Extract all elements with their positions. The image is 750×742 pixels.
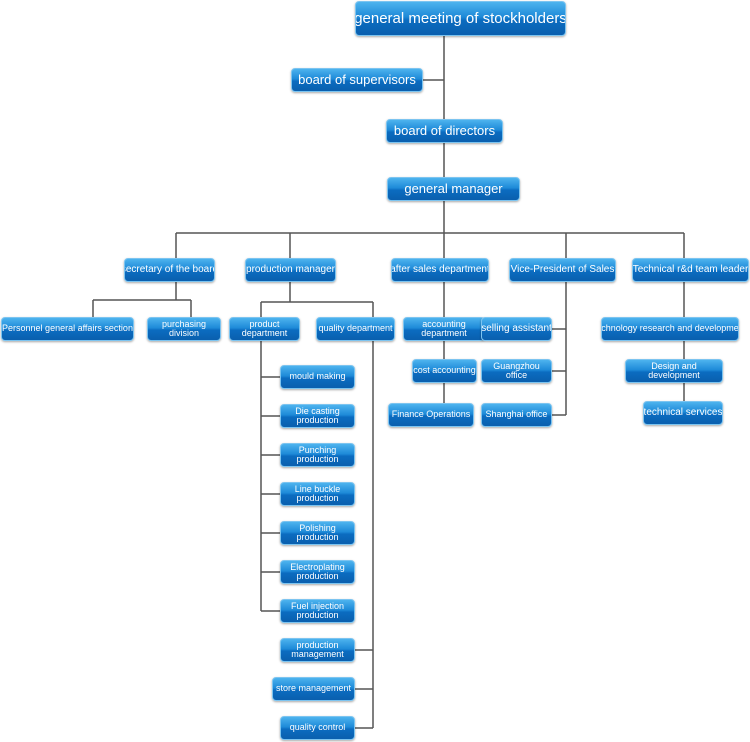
node-polishing: Polishing production bbox=[280, 521, 355, 545]
node-quality-department: quality department bbox=[316, 317, 395, 341]
node-production-management: production management bbox=[280, 638, 355, 662]
node-technical-services: technical services bbox=[643, 401, 723, 425]
secretary-branch bbox=[92, 282, 192, 317]
node-design-development: Design and development bbox=[625, 359, 723, 383]
node-production-manager: production manager bbox=[245, 258, 336, 282]
node-line-buckle: Line buckle production bbox=[280, 482, 355, 506]
node-mould-making: mould making bbox=[280, 365, 355, 389]
node-accounting: accounting department bbox=[403, 317, 485, 341]
vp-sales-branch bbox=[552, 282, 567, 416]
node-board-of-directors: board of directors bbox=[386, 119, 503, 143]
node-tech-rd: technology research and development bbox=[601, 317, 739, 341]
node-board-of-supervisors: board of supervisors bbox=[291, 68, 423, 92]
node-electroplating: Electroplating production bbox=[280, 560, 355, 584]
node-tech-leader: Technical r&d team leader bbox=[632, 258, 749, 282]
node-vp-sales: Vice-President of Sales bbox=[509, 258, 616, 282]
node-guangzhou-office: Guangzhou office bbox=[481, 359, 552, 383]
node-after-sales: after sales department bbox=[391, 258, 489, 282]
node-fuel-injection: Fuel injection production bbox=[280, 599, 355, 623]
node-punching: Punching production bbox=[280, 443, 355, 467]
level2-drops bbox=[175, 233, 685, 258]
trunk-line bbox=[176, 36, 684, 234]
node-purchasing: purchasing division bbox=[147, 317, 221, 341]
quality-dept-branch bbox=[355, 341, 374, 729]
node-personnel: Personnel general affairs section bbox=[1, 317, 134, 341]
node-cost-accounting: cost accounting bbox=[412, 359, 477, 383]
production-branch bbox=[260, 282, 374, 317]
node-selling-assistant: selling assistant bbox=[481, 317, 552, 341]
node-secretary: secretary of the board bbox=[124, 258, 215, 282]
node-quality-control: quality control bbox=[280, 716, 355, 740]
node-general-meeting: general meeting of stockholders bbox=[355, 1, 566, 36]
node-product-department: product department bbox=[229, 317, 300, 341]
product-dept-branch bbox=[260, 341, 280, 612]
node-general-manager: general manager bbox=[387, 177, 520, 201]
node-finance-operations: Finance Operations bbox=[388, 403, 474, 427]
node-shanghai-office: Shanghai office bbox=[481, 403, 552, 427]
node-die-casting: Die casting production bbox=[280, 404, 355, 428]
node-store-management: store management bbox=[272, 677, 355, 701]
